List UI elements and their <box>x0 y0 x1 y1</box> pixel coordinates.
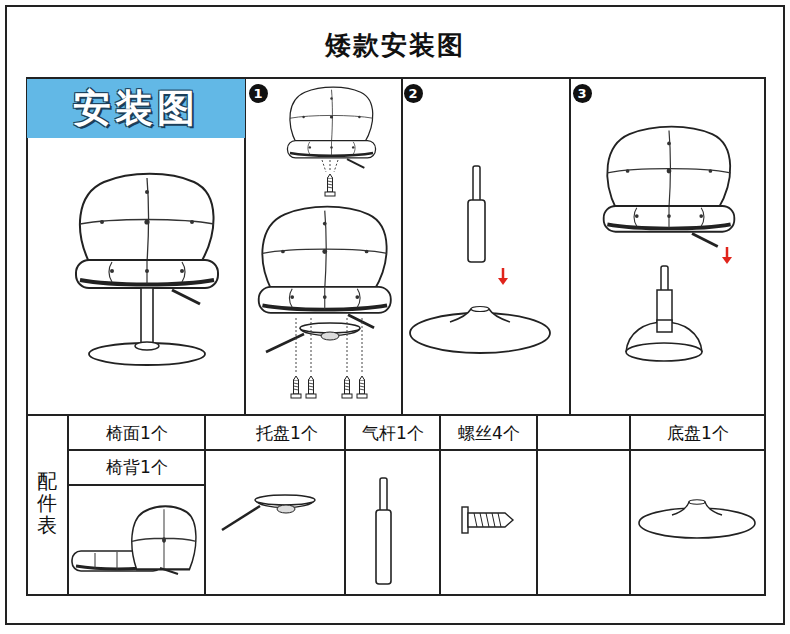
part-name: 托盘1个 <box>256 422 318 445</box>
node-text: 2 <box>408 87 417 100</box>
node-text: 安装图 <box>73 83 199 134</box>
part-name: 气杆1个 <box>362 422 424 445</box>
parts-gas-lift <box>376 478 391 584</box>
parts-screw <box>462 507 513 533</box>
table-heading: 配件表 <box>37 470 57 536</box>
step-number: 2 <box>404 84 423 103</box>
assembled-chair <box>76 174 218 365</box>
step3-illustration <box>604 127 735 361</box>
frame-lines <box>6 6 784 624</box>
parts-tray <box>222 495 315 530</box>
step2-illustration <box>410 166 550 353</box>
step-number: 1 <box>249 84 268 103</box>
part-name: 螺丝4个 <box>458 422 520 445</box>
step-number: 3 <box>573 84 592 103</box>
part-name: 椅面1个 <box>106 422 168 445</box>
parts-base <box>639 500 755 538</box>
node-text: 1 <box>253 87 262 100</box>
node-text: 3 <box>577 87 586 100</box>
step1-illustration <box>259 87 391 398</box>
part-name: 底盘1个 <box>667 422 729 445</box>
title-banner: 安装图 <box>27 79 245 138</box>
parts-seat-back <box>72 506 196 574</box>
part-name: 椅背1个 <box>106 456 168 479</box>
diagram-title: 矮款安装图 <box>0 28 790 63</box>
